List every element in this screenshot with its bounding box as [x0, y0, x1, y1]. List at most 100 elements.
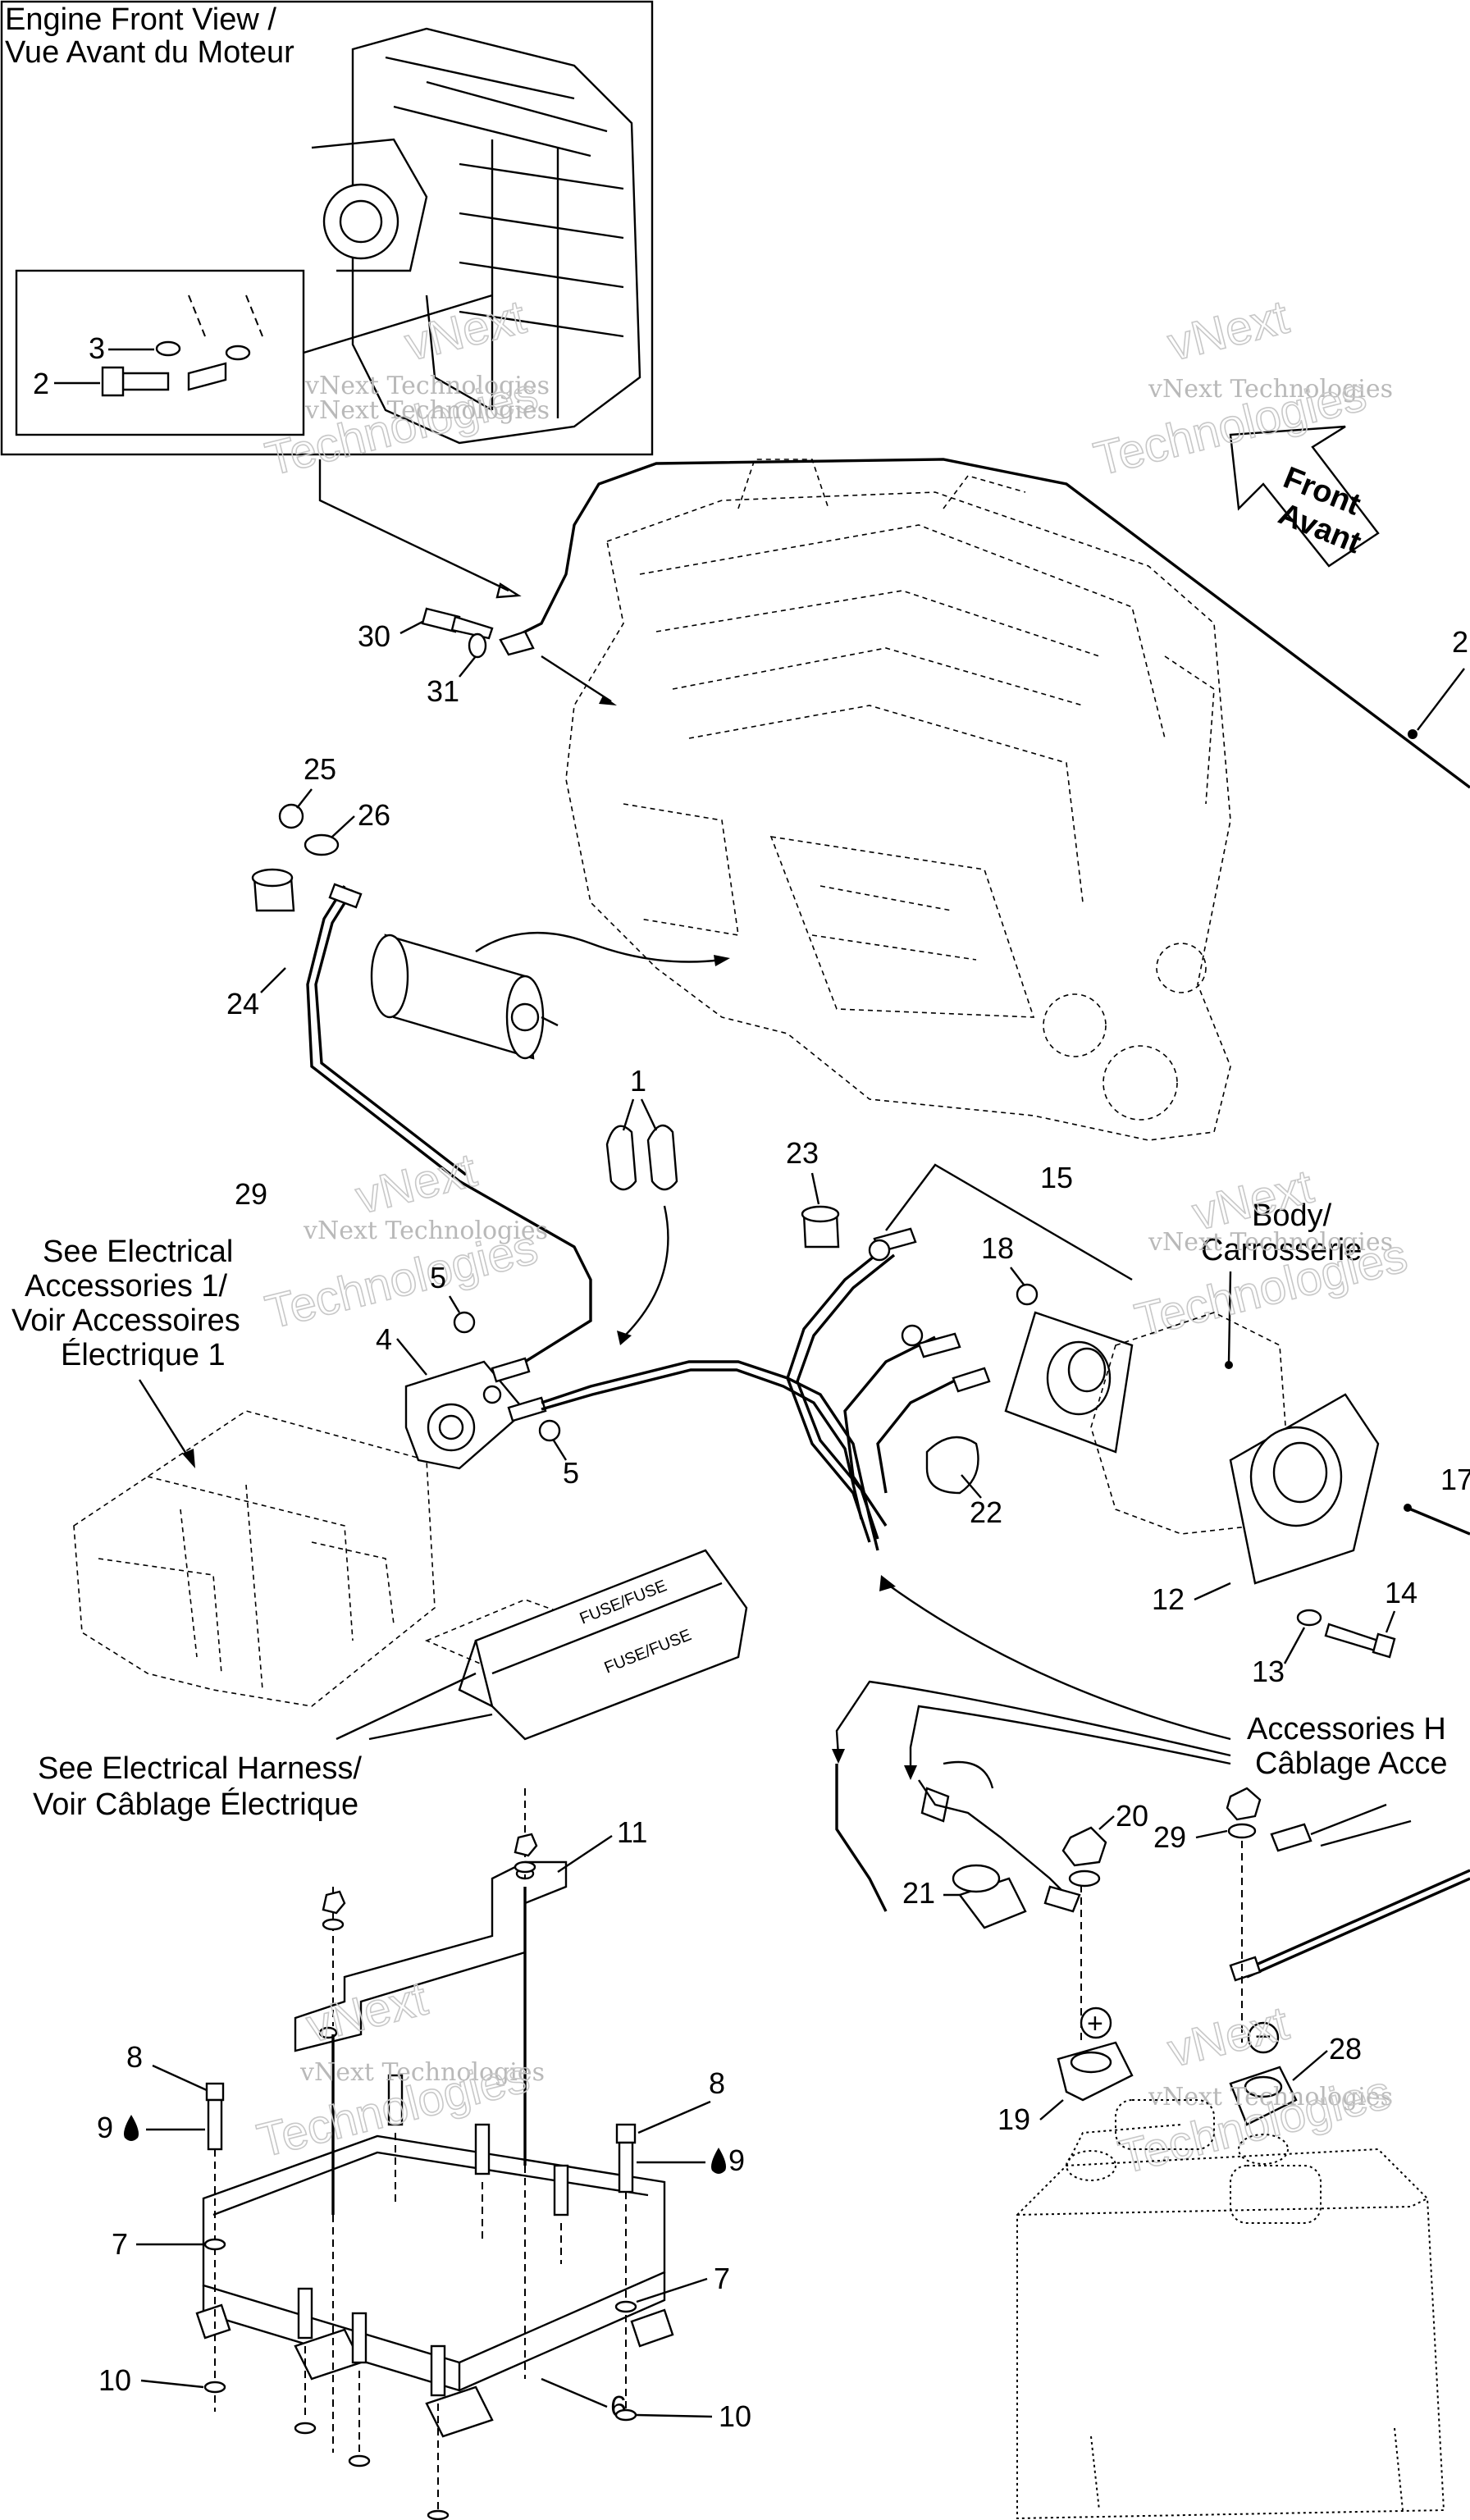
minus-symbol: − [1255, 2021, 1271, 2052]
washer-13 [1296, 1609, 1322, 1627]
nut-20 [1061, 1826, 1107, 1867]
washer-10-left [203, 2381, 226, 2394]
callout-20: 20 [1116, 1799, 1148, 1833]
watermark-small: vNext Technologies [304, 372, 550, 400]
flange-12 [1229, 1393, 1380, 1585]
callout-30: 30 [358, 619, 390, 653]
starter-motor [370, 934, 559, 1060]
battery-clamp-28 [1229, 2066, 1298, 2126]
engine-front-view-title-line2: Vue Avant du Moteur [5, 35, 294, 70]
watermark-big-5a: vNext [1162, 1997, 1294, 2078]
watermark-small-5: vNext Technologies [1148, 2083, 1393, 2111]
engine-front-view-title-line1: Engine Front View / [5, 2, 276, 37]
callout-18: 18 [981, 1231, 1014, 1265]
see-accessories-line4: Électrique 1 [61, 1337, 226, 1372]
tray-bolts [294, 2074, 569, 2520]
callout-2: 2 [33, 367, 49, 400]
callout-3: 3 [89, 331, 105, 365]
callout-12: 12 [1152, 1582, 1185, 1616]
callout-23: 23 [786, 1136, 819, 1170]
washer-7-left [203, 2238, 226, 2251]
nut-5b [538, 1419, 561, 1442]
plus-symbol: + [1087, 2008, 1103, 2039]
battery [1016, 2099, 1445, 2520]
see-accessories-line3: Voir Accessoires [11, 1303, 240, 1338]
screw-14 [1324, 1623, 1380, 1652]
callout-9-right: 9 [728, 2143, 745, 2177]
fuse-holder: FUSE/FUSE FUSE/FUSE [424, 1549, 748, 1741]
accessories-harness-line2: Câblage Acce [1255, 1746, 1448, 1781]
terminal-block [1004, 1311, 1134, 1454]
callout-22: 22 [970, 1495, 1002, 1529]
throttle-body [322, 183, 399, 260]
callout-7-left: 7 [112, 2227, 128, 2261]
callout-27: 2 [1452, 625, 1468, 659]
see-harness-line1: See Electrical Harness/ [38, 1751, 362, 1786]
body-label: Body/ [1252, 1198, 1332, 1233]
callout-31: 31 [427, 674, 459, 708]
positive-terminal-symbol [1080, 2006, 1112, 2039]
watermark-small-2: vNext Technologies [1148, 375, 1393, 404]
see-electrical-accessories-note: See Electrical Accessories 1/ Voir Acces… [11, 1235, 240, 1372]
carrosserie-label: Carrosserie [1201, 1233, 1362, 1267]
callout-9-left: 9 [97, 2111, 113, 2144]
detail-bolts [101, 294, 263, 397]
engine-ghost-outline [565, 459, 1231, 1141]
inset-frame [0, 0, 654, 456]
callout-15: 15 [1040, 1161, 1073, 1194]
engine-front-sketch [311, 27, 641, 445]
washer-7-right [614, 2300, 637, 2313]
callout-5b: 5 [563, 1456, 579, 1490]
callout-24: 24 [226, 987, 259, 1020]
nut-15b [901, 1324, 924, 1347]
solenoid-4 [404, 1360, 527, 1470]
callout-10-left: 10 [98, 2363, 131, 2397]
callout-7-right: 7 [714, 2262, 730, 2295]
watermark-small-6: vNext Technologies [299, 2058, 545, 2087]
nut-15 [868, 1239, 891, 1262]
see-harness-line2: Voir Câblage Électrique [33, 1787, 358, 1822]
cable-clamps-1 [605, 1124, 678, 1191]
watermark-big-line1: vNext [399, 290, 531, 372]
callout-10-right: 10 [719, 2399, 751, 2433]
electrical-box-ghost [73, 1410, 436, 1707]
nut-29 [1226, 1787, 1262, 1821]
bolt-30 [421, 607, 494, 640]
callout-11: 11 [617, 1815, 647, 1849]
callout-21: 21 [902, 1876, 935, 1910]
washer-31 [468, 632, 487, 659]
bolt-head-8-left [205, 2082, 225, 2102]
callout-26: 26 [358, 798, 390, 832]
battery-clamp-19 [1057, 2041, 1134, 2102]
battery-tray-6 [195, 2134, 674, 2438]
hold-down-bracket-11 [294, 1860, 568, 2052]
watermark-small-7: vNext Technologies [304, 396, 550, 425]
bolt-shank-8-right [618, 2141, 634, 2194]
nut-18 [1016, 1283, 1039, 1306]
bolt-head-8-right [615, 2123, 637, 2144]
watermark-big-3a: vNext [350, 1144, 482, 1225]
drop-icon-right [711, 2148, 726, 2174]
washer-10-right [614, 2408, 637, 2422]
callout-25: 25 [304, 752, 336, 786]
watermark-small-4: vNext Technologies [1148, 1228, 1393, 1257]
callout-1: 1 [630, 1064, 646, 1098]
drop-icon [124, 2115, 139, 2141]
callout-4: 4 [376, 1322, 392, 1356]
callout-19: 19 [998, 2102, 1030, 2136]
strap-terminal [499, 630, 535, 656]
callout-8-right: 8 [709, 2066, 725, 2100]
watermark-small-3: vNext Technologies [303, 1217, 548, 1245]
callout-13: 13 [1252, 1655, 1285, 1688]
washer-26 [304, 833, 340, 856]
negative-terminal-symbol [1247, 2021, 1280, 2054]
callout-5a: 5 [430, 1261, 446, 1294]
callout-29-right: 29 [1153, 1820, 1186, 1854]
relay-21 [952, 1864, 1027, 1929]
callout-28: 28 [1329, 2032, 1362, 2066]
see-accessories-line1: See Electrical [43, 1235, 233, 1269]
callout-14: 14 [1385, 1576, 1418, 1609]
callout-29-left: 29 [235, 1177, 267, 1211]
battery-cables-15 [786, 1227, 991, 1543]
